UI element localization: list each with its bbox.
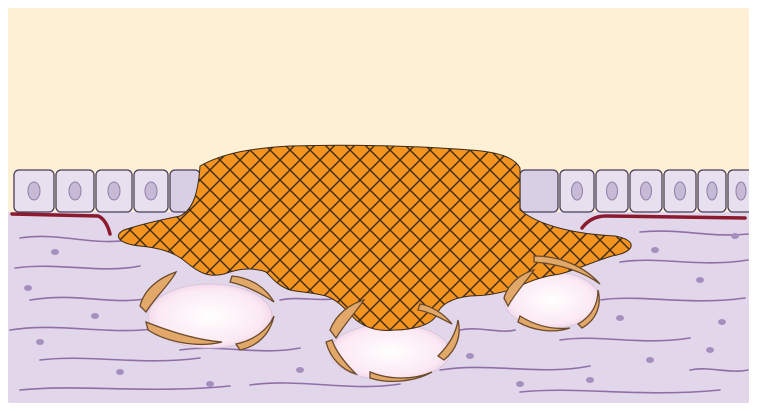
surface-epithelium-right [520, 170, 754, 212]
gland-center [330, 324, 450, 380]
surface-epithelium-left [14, 170, 200, 212]
